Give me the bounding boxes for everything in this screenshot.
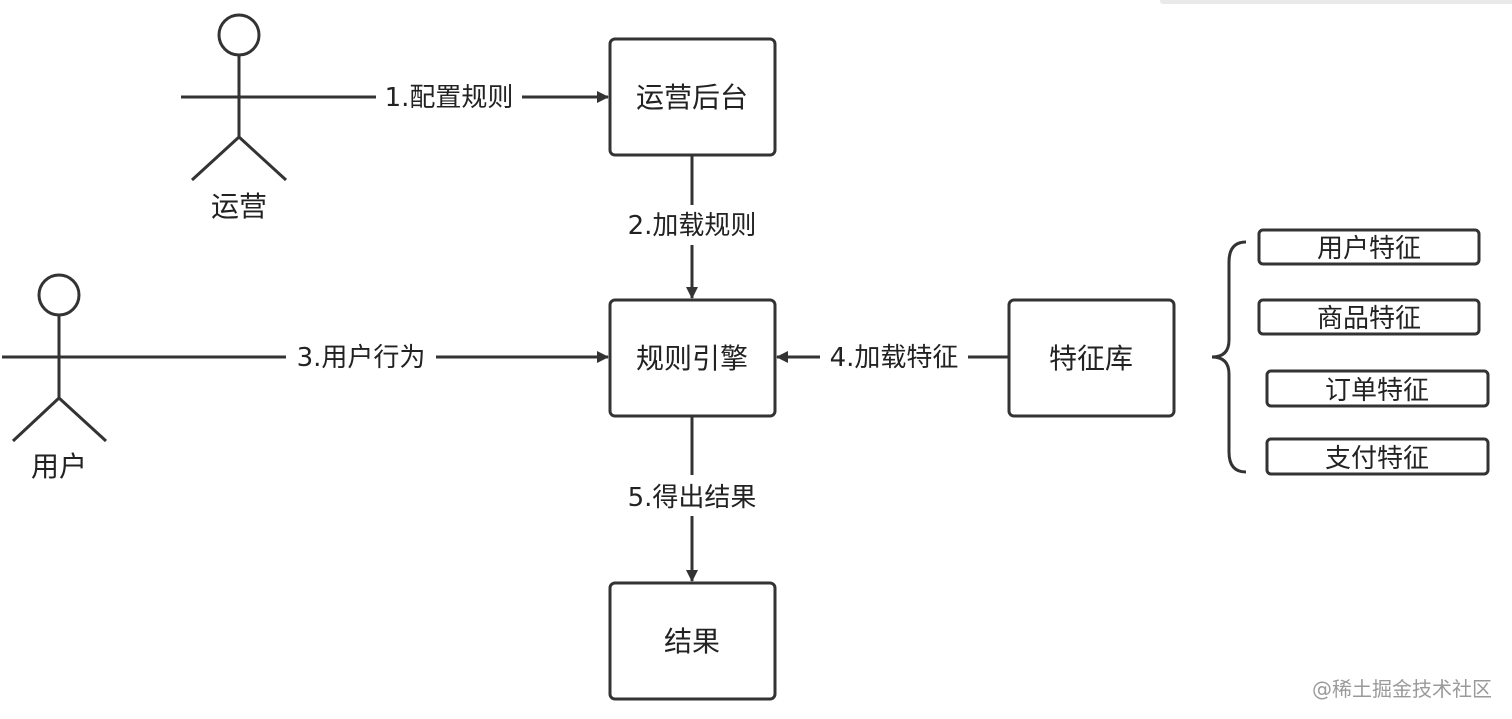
user-leg-left <box>11 396 61 443</box>
operator-actor <box>181 13 297 182</box>
edge-load-features-label: 4.加载特征 <box>830 343 959 373</box>
edge-config-rules-label: 1.配置规则 <box>385 83 514 113</box>
user-label: 用户 <box>31 450 87 483</box>
admin-box-label: 运营后台 <box>636 81 748 114</box>
engine-box <box>608 298 777 418</box>
operator-label: 运营 <box>211 190 267 223</box>
user-actor <box>2 273 118 443</box>
engine-box-label: 规则引擎 <box>636 342 748 375</box>
operator-leg-right <box>237 135 288 182</box>
edge-get-result-label: 5.得出结果 <box>628 483 757 513</box>
feature-label-user: 用户特征 <box>1317 234 1421 264</box>
feature-box-payment <box>1265 437 1490 476</box>
user-head <box>37 273 81 317</box>
result-box-label: 结果 <box>664 625 720 658</box>
feature-label-product: 商品特征 <box>1317 304 1421 334</box>
feature-label-order: 订单特征 <box>1325 376 1429 406</box>
admin-box <box>608 37 777 157</box>
operator-head <box>217 13 261 57</box>
top-edge-strip <box>1160 0 1512 4</box>
result-box <box>608 581 777 701</box>
feature-box-order <box>1265 369 1490 408</box>
feature-box-product <box>1257 298 1481 336</box>
feature-group-brace <box>1211 240 1247 474</box>
feature-store-box <box>1007 298 1176 418</box>
feature-store-label: 特征库 <box>1049 342 1133 375</box>
operator-leg-left <box>190 135 241 182</box>
edge-load-rules-label: 2.加载规则 <box>628 211 757 241</box>
edge-user-behavior-label: 3.用户行为 <box>297 343 426 373</box>
feature-label-payment: 支付特征 <box>1325 444 1429 474</box>
feature-box-user <box>1257 228 1481 266</box>
user-leg-right <box>57 396 108 443</box>
watermark: @稀土掘金技术社区 <box>1312 677 1492 701</box>
